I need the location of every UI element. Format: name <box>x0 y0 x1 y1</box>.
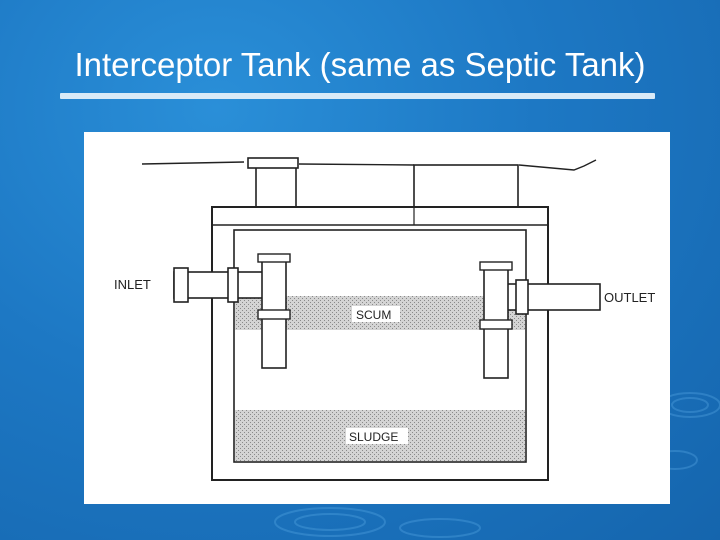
outlet-access-riser <box>413 164 519 208</box>
title-underline <box>60 93 655 99</box>
sludge-label: SLUDGE <box>349 430 398 444</box>
scum-label: SCUM <box>356 308 391 322</box>
inlet-collar <box>227 267 239 303</box>
slide-title: Interceptor Tank (same as Septic Tank) <box>74 46 646 83</box>
scum-label-box <box>352 306 400 322</box>
outlet-tee-cap <box>479 261 513 271</box>
tank-diagram-svg: INLET OUTLET SCUM SLUDGE <box>114 157 655 481</box>
sludge-label-box <box>346 428 408 444</box>
outlet-tee-band <box>479 319 513 330</box>
outlet-coupling <box>515 279 529 315</box>
inlet-tee-band <box>257 309 291 320</box>
inlet-label: INLET <box>114 277 151 292</box>
tank-diagram: INLET OUTLET SCUM SLUDGE <box>84 132 670 504</box>
inlet-pipe <box>173 271 265 299</box>
inlet-coupling <box>173 267 189 303</box>
inlet-tee-cap <box>257 253 291 263</box>
ground-line <box>141 159 597 171</box>
outlet-label: OUTLET <box>604 290 655 305</box>
inlet-riser-cap <box>247 157 299 169</box>
